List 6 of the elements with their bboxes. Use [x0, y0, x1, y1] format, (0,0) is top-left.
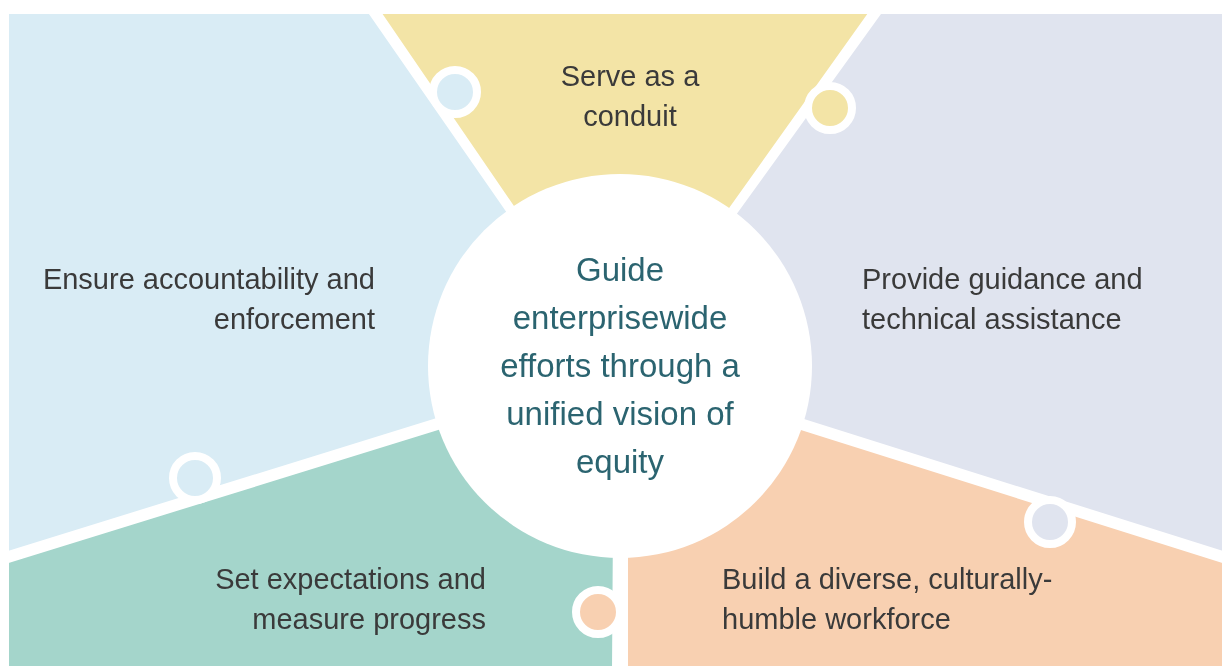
piece-label: Provide guidance and technical assistance [862, 262, 1144, 337]
piece-label: Serve as a conduit [559, 59, 701, 134]
center-label: Guide enterprisewide efforts through a unified vision of equity [499, 250, 741, 482]
piece-label: Ensure accountability and enforcement [41, 262, 375, 337]
piece-label: Build a diverse, culturally-humble workforce [722, 562, 1054, 637]
piece-label: Set expectations and measure progress [214, 562, 486, 637]
